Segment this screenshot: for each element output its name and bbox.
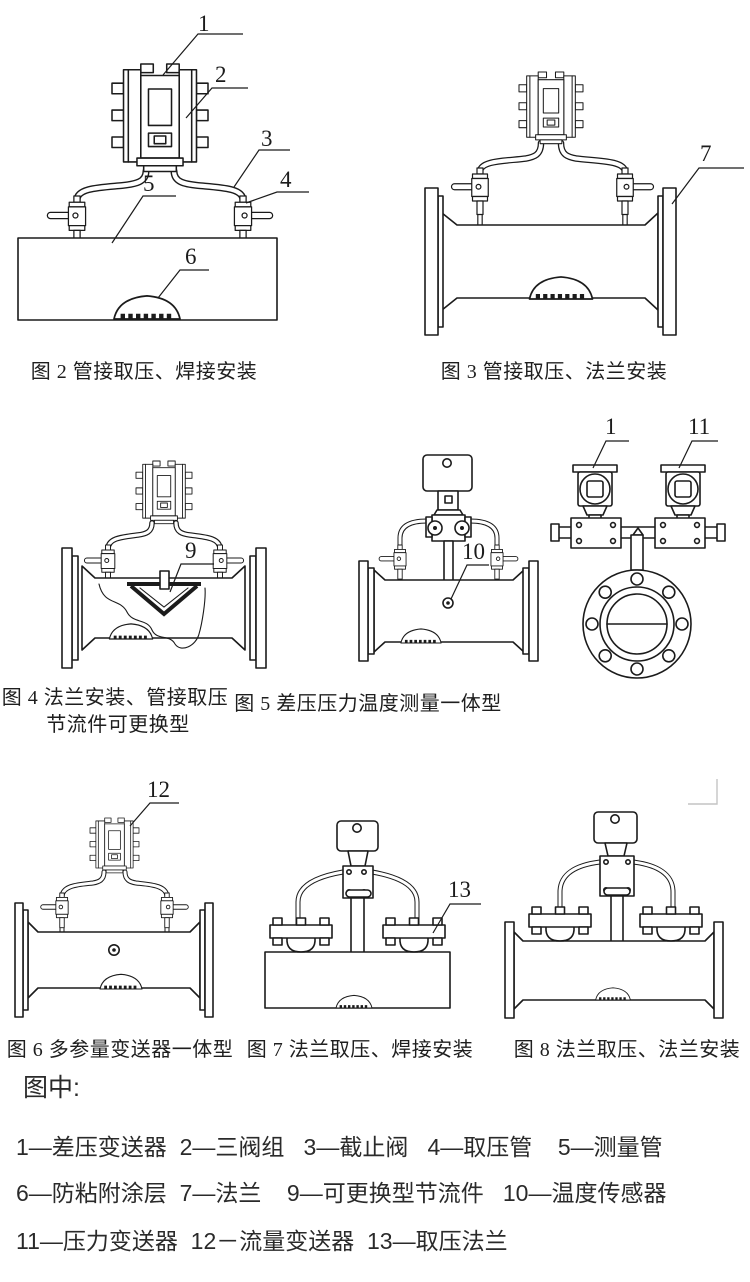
legend-row: 1—差压变送器 2—三阀组 3—截止阀 4—取压管 5—测量管: [16, 1134, 663, 1160]
callout-label: 2: [215, 62, 227, 87]
end-flange: [504, 921, 515, 1019]
callout-label: 6: [185, 244, 197, 269]
callout-label: 3: [261, 126, 273, 151]
end-flange: [358, 560, 369, 662]
callout-label: 4: [280, 167, 292, 192]
pressure-transmitter-end: [660, 464, 706, 521]
legend-row: 6—防粘附涂层 7—法兰 9—可更换型节流件 10—温度传感器: [16, 1180, 667, 1206]
stop-valve: [490, 544, 519, 580]
fig5-caption: 图 5 差压压力温度测量一体型: [234, 693, 502, 715]
dp-transmitter: [111, 63, 209, 173]
fig4-drawing: [61, 460, 267, 669]
callout-label: 13: [448, 877, 471, 902]
dp-transmitter-end: [572, 464, 618, 521]
end-flange: [662, 187, 677, 336]
fig2-caption: 图 2 管接取压、焊接安装: [30, 361, 258, 383]
display-head-transmitter: [422, 454, 473, 542]
fig4-caption-line2: 节流件可更换型: [46, 714, 190, 736]
callout-label: 7: [700, 141, 712, 166]
fig4-caption-line1: 图 4 法兰安装、管接取压: [1, 687, 229, 709]
dp-transmitter: [518, 71, 584, 145]
fig5-endview-drawing: [550, 440, 726, 679]
stop-valve: [233, 195, 274, 245]
pressure-tap-flange: [382, 917, 446, 953]
legend-row: 11—压力变送器 12－流量变送器 13—取压法兰: [16, 1228, 508, 1254]
fig5-drawing: [358, 454, 539, 662]
callout-label: 10: [462, 539, 485, 564]
fig2-drawing: [17, 33, 309, 320]
multivariable-transmitter: [89, 817, 140, 874]
pressure-tap-flange: [528, 906, 592, 942]
end-flange: [713, 921, 724, 1019]
stop-valve: [40, 892, 69, 929]
end-flange: [528, 560, 539, 662]
end-flange: [14, 902, 24, 1018]
stop-valve: [378, 544, 407, 580]
fig6-drawing: [14, 802, 214, 1018]
fig8-caption: 图 8 法兰取压、法兰安装: [513, 1039, 741, 1061]
callout-label: 11: [688, 414, 711, 439]
stop-valve: [450, 167, 489, 216]
fig7-caption: 图 7 法兰取压、焊接安装: [246, 1039, 474, 1061]
callout-label: 5: [143, 171, 155, 196]
end-flange: [424, 187, 439, 336]
stop-valve: [160, 892, 189, 929]
throttling-element: [98, 570, 206, 649]
pressure-tap-flange: [269, 917, 333, 953]
callout-label: 1: [605, 414, 617, 439]
callout-label: 1: [198, 11, 210, 36]
end-flange: [255, 547, 267, 669]
pressure-tap-flange: [639, 906, 703, 942]
fig7-drawing: [264, 820, 481, 1010]
end-flange: [204, 902, 214, 1018]
measuring-pipe: [373, 569, 525, 653]
fig3-drawing: [424, 71, 744, 336]
fig8-drawing: [504, 779, 724, 1019]
fig3-caption: 图 3 管接取压、法兰安装: [440, 361, 668, 383]
callout-label: 12: [147, 777, 170, 802]
callout-label: 9: [185, 538, 197, 563]
stop-valve: [46, 195, 87, 245]
butterfly-flange-endview: [582, 569, 692, 679]
fig6-caption: 图 6 多参量变送器一体型: [6, 1039, 234, 1061]
display-head-transmitter: [336, 820, 379, 899]
display-head-transmitter: [593, 811, 638, 897]
legend-header: 图中:: [23, 1074, 80, 1102]
end-flange: [61, 547, 73, 669]
dp-transmitter: [135, 460, 193, 525]
stop-valve: [616, 167, 655, 216]
